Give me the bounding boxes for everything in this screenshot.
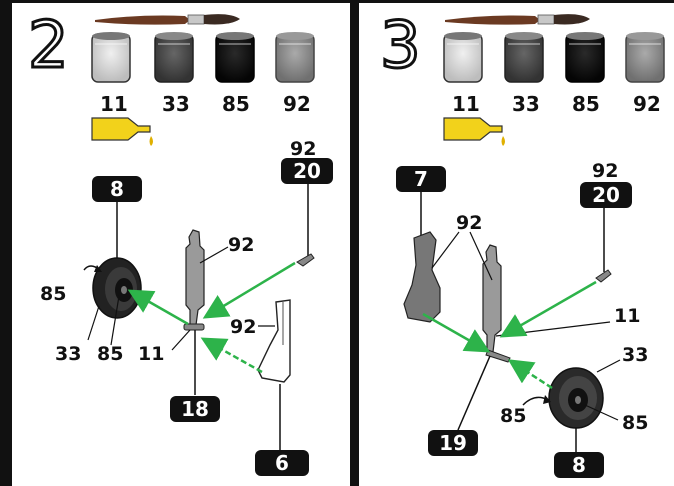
paint-label-92: 92 (283, 92, 311, 116)
callout-wheel-hub: 85 (97, 343, 124, 365)
step-number: 2 (27, 9, 71, 83)
paintbrush-icon (95, 14, 240, 25)
paint-label-92: 92 (633, 92, 661, 116)
left-border (0, 0, 12, 486)
callout-wheel-side: 85 (40, 283, 67, 305)
paintbrush-icon (445, 14, 590, 25)
paint-label-33: 33 (162, 92, 190, 116)
tag-20-paint: 92 (290, 138, 317, 160)
strut-part (171, 229, 229, 395)
part-tag-18: 18 (170, 396, 220, 422)
assembly-arrow (127, 261, 296, 374)
glue-tube-icon (443, 117, 505, 146)
callout-strut-top: 92 (228, 234, 255, 256)
strut-part (457, 231, 611, 431)
callout-wheel-tire: 33 (55, 343, 82, 365)
callout-door: 92 (230, 316, 257, 338)
paint-label-33: 33 (512, 92, 540, 116)
paint-pot-icon (443, 32, 665, 83)
paint-label-85: 85 (222, 92, 250, 116)
tag-20-paint: 92 (592, 160, 619, 182)
part-tag-8: 8 (92, 176, 142, 202)
callout-wheel-tire: 33 (622, 344, 649, 366)
paint-pot-icon (91, 32, 315, 83)
part-tag-7: 7 (396, 166, 446, 192)
glue-tube-icon (91, 117, 153, 146)
assembly-arrow (422, 280, 597, 390)
door-part (257, 299, 291, 450)
part-tag-19: 19 (428, 430, 478, 456)
step-number: 3 (379, 9, 423, 83)
callout-strut-bottom: 11 (138, 343, 165, 365)
callout-door: 92 (456, 212, 483, 234)
paint-label-85: 85 (572, 92, 600, 116)
part-tag-20: 20 (580, 182, 632, 208)
door-part (403, 190, 460, 323)
small-part-20 (296, 180, 315, 267)
paint-label-11: 11 (452, 92, 480, 116)
wheel-part (522, 359, 621, 452)
callout-strut-joint: 11 (614, 305, 641, 327)
small-part-20 (595, 205, 612, 283)
top-border (0, 0, 674, 3)
part-tag-6: 6 (255, 450, 309, 476)
part-tag-8: 8 (554, 452, 604, 478)
wheel-part (83, 197, 142, 346)
paint-label-11: 11 (100, 92, 128, 116)
callout-wheel-hub: 85 (622, 412, 649, 434)
callout-wheel-side: 85 (500, 405, 527, 427)
panel-divider (350, 0, 359, 486)
part-tag-20: 20 (281, 158, 333, 184)
